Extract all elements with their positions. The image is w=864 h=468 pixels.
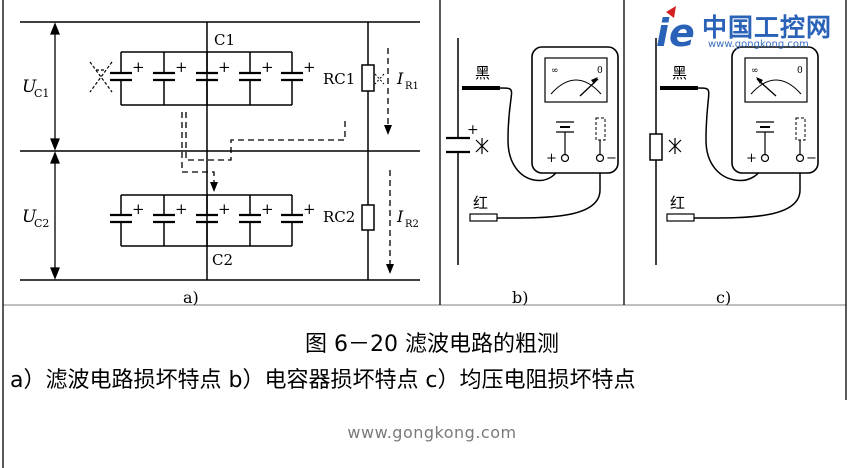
damaged-capacitor-icon bbox=[89, 61, 113, 93]
plus-sign: + bbox=[132, 58, 145, 76]
gongkong-logo: ie 中国工控网 www.gongkong.com bbox=[652, 6, 857, 58]
meter-minus: − bbox=[806, 151, 817, 166]
capacitor-plus-signs: + + + + + + + + + + bbox=[132, 58, 316, 218]
plus-sign: + bbox=[261, 58, 274, 76]
red-probe bbox=[666, 213, 695, 222]
meter-zero-mark: 0 bbox=[597, 66, 603, 76]
black-probe-label: 黑 bbox=[475, 64, 490, 82]
resistor-rc1 bbox=[361, 64, 375, 92]
figure-caption-title: 图 6－20 滤波电路的粗测 bbox=[305, 332, 559, 357]
plus-sign: + bbox=[132, 200, 145, 218]
capacitor-bank-c1 bbox=[110, 71, 303, 82]
uc1-main: U bbox=[22, 77, 37, 97]
black-probe-label: 黑 bbox=[672, 64, 687, 82]
panel-a-circuit bbox=[20, 21, 420, 281]
logo-url: www.gongkong.com bbox=[708, 39, 809, 50]
plus-sign: + bbox=[303, 200, 316, 218]
uc2-sub: C2 bbox=[34, 217, 49, 230]
capacitor-under-test bbox=[446, 136, 470, 154]
ir2-main: I bbox=[396, 207, 404, 226]
meter-infinity-mark: ∞ bbox=[751, 66, 759, 76]
panel-a-label: a) bbox=[183, 288, 199, 307]
current-arrowheads bbox=[210, 125, 394, 274]
svg-text:ie: ie bbox=[656, 11, 695, 55]
ie-logo-icon: ie bbox=[656, 6, 695, 55]
red-probe-label: 红 bbox=[670, 194, 685, 212]
panel-b-circuit bbox=[457, 38, 601, 265]
uc2-main: U bbox=[22, 207, 37, 227]
footer-watermark-url: www.gongkong.com bbox=[347, 423, 517, 442]
panel-c-label: c) bbox=[716, 288, 731, 307]
multimeter-b: ∞ 0 + − bbox=[531, 46, 619, 174]
red-probe-label: 红 bbox=[473, 194, 488, 212]
voltage-arrows bbox=[50, 22, 60, 280]
voltage-sharing-resistor bbox=[649, 133, 663, 161]
label-rc2: RC2 bbox=[323, 208, 355, 226]
meter-infinity-mark: ∞ bbox=[551, 66, 559, 76]
label-c2: C2 bbox=[212, 251, 233, 269]
fault-mark-icon bbox=[668, 138, 682, 154]
label-ir1: I R1 bbox=[396, 69, 419, 92]
label-rc1: RC1 bbox=[323, 70, 355, 88]
panel-b-label: b) bbox=[512, 288, 528, 307]
label-ir2: I R2 bbox=[396, 207, 419, 230]
multimeter-c: ∞ 0 + − bbox=[731, 46, 819, 174]
plus-sign: + bbox=[261, 200, 274, 218]
label-c1: C1 bbox=[214, 31, 235, 49]
capacitor-bank-c2 bbox=[110, 213, 303, 224]
figure-frame bbox=[2, 0, 847, 468]
plus-sign: + bbox=[303, 58, 316, 76]
resistor-fault-icon bbox=[374, 73, 385, 85]
current-path-dashed bbox=[181, 48, 391, 270]
ir2-sub: R2 bbox=[405, 219, 419, 230]
meter-minus: − bbox=[606, 151, 617, 166]
meter-plus: + bbox=[546, 151, 557, 166]
label-uc1: U C1 bbox=[22, 77, 49, 100]
fault-mark-icon bbox=[475, 138, 489, 154]
meter-plus: + bbox=[746, 151, 757, 166]
logo-text-cn: 中国工控网 bbox=[702, 13, 833, 42]
panel-c-circuit bbox=[655, 38, 801, 265]
figure-caption-subtitle: a）滤波电路损坏特点 b）电容器损坏特点 c）均压电阻损坏特点 bbox=[10, 368, 636, 393]
plus-sign: + bbox=[218, 200, 231, 218]
plus-sign: + bbox=[218, 58, 231, 76]
ir1-sub: R1 bbox=[405, 81, 419, 92]
plus-sign: + bbox=[467, 122, 479, 138]
label-uc2: U C2 bbox=[22, 207, 49, 230]
uc1-sub: C1 bbox=[34, 87, 49, 100]
meter-zero-mark: 0 bbox=[797, 66, 803, 76]
resistor-rc2 bbox=[361, 204, 375, 231]
plus-sign: + bbox=[175, 58, 188, 76]
red-probe bbox=[469, 213, 498, 222]
ir1-main: I bbox=[396, 69, 404, 88]
plus-sign: + bbox=[175, 200, 188, 218]
